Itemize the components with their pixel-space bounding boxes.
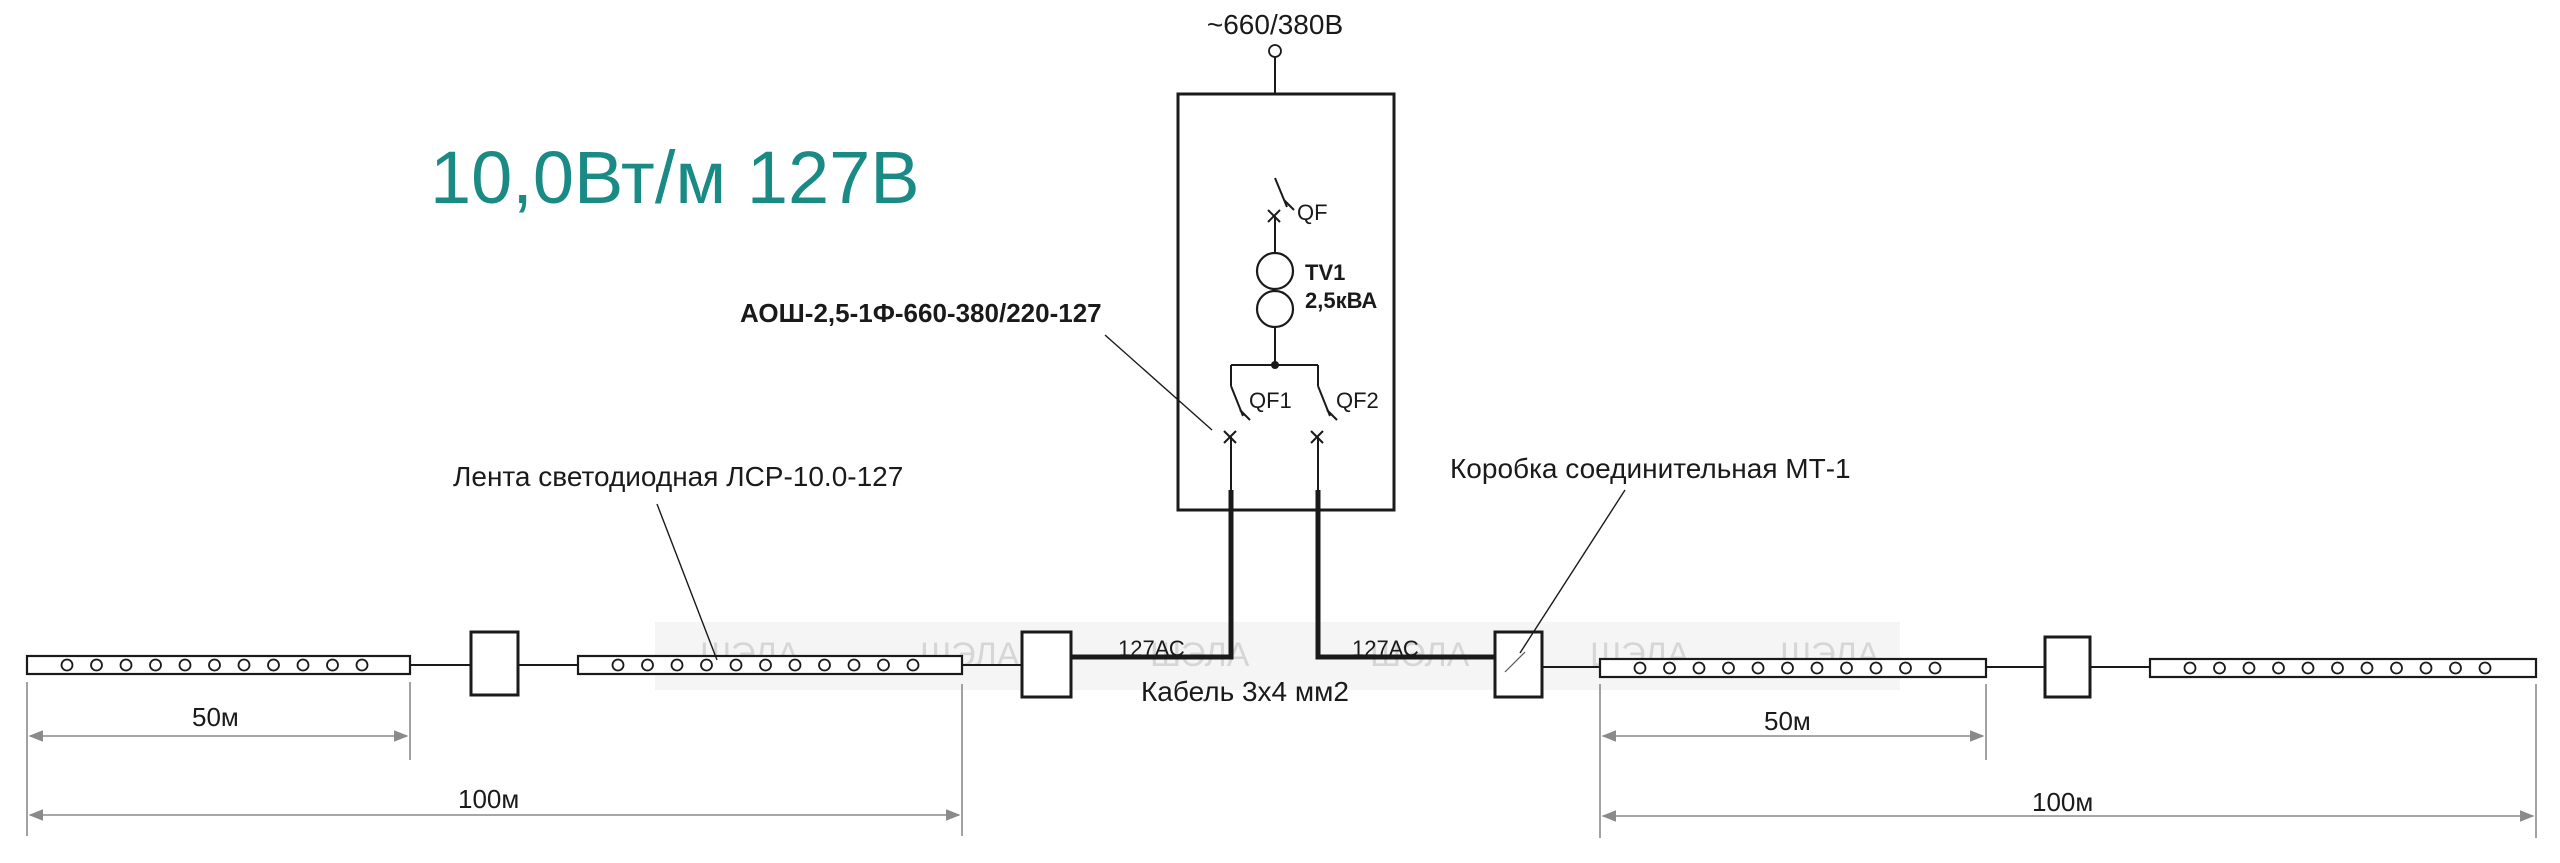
led-dot xyxy=(1810,661,1824,675)
breaker-qf2-icon xyxy=(1310,385,1338,490)
led-dot xyxy=(1840,661,1853,675)
led-dot xyxy=(670,658,684,672)
led-dot xyxy=(296,658,310,672)
breaker-qf1-icon xyxy=(1223,385,1251,490)
led-dot xyxy=(2419,661,2433,675)
led-dot xyxy=(178,658,192,672)
cable-label: Кабель 3х4 мм2 xyxy=(1141,676,1349,707)
led-dot xyxy=(1633,661,1647,675)
led-dot xyxy=(2331,661,2344,675)
led-dot xyxy=(2301,661,2315,675)
circuit-right-label: 127АС xyxy=(1352,636,1419,661)
led-dot xyxy=(1928,661,1942,675)
led-dot xyxy=(2242,661,2256,675)
cable-left xyxy=(1071,490,1234,660)
led-dot xyxy=(818,658,831,672)
dimension-right-strip: 50м xyxy=(1599,684,1987,760)
led-dot xyxy=(700,658,713,672)
led-dot xyxy=(208,658,221,672)
led-strip-icon xyxy=(25,654,412,676)
led-dot xyxy=(906,658,920,672)
led-dot xyxy=(1899,661,1912,675)
led-dot xyxy=(729,658,743,672)
junction-box-icon xyxy=(1020,630,1073,699)
transformer-name: TV1 xyxy=(1305,260,1345,285)
led-dot xyxy=(2360,661,2374,675)
dimension-right-total-value: 100м xyxy=(2032,787,2093,817)
led-dot xyxy=(2478,661,2492,675)
junction-box-icon xyxy=(469,630,520,697)
junction-box-icon xyxy=(1493,630,1544,699)
led-dot xyxy=(1722,661,1735,675)
led-dot xyxy=(759,658,772,672)
led-dot xyxy=(2213,661,2226,675)
led-dot xyxy=(2183,661,2197,675)
transformer-icon xyxy=(1255,251,1295,369)
led-strip-icon xyxy=(576,654,964,676)
main-breaker-icon xyxy=(1267,177,1295,253)
led-dot xyxy=(788,658,802,672)
led-dot xyxy=(60,658,74,672)
led-dot xyxy=(1751,661,1765,675)
junction-box-callout: Коробка соединительная МТ-1 xyxy=(1450,453,1851,484)
diagram-title: 10,0Вт/м 127В xyxy=(430,136,920,219)
led-dot xyxy=(326,658,339,672)
dimension-left-total: 100м xyxy=(26,684,963,836)
led-dot xyxy=(1692,661,1706,675)
junction-box-icon xyxy=(2043,635,2092,699)
led-dot xyxy=(611,658,625,672)
main-breaker-label: QF xyxy=(1297,200,1328,225)
led-dot xyxy=(119,658,133,672)
supply-terminal-icon xyxy=(1268,44,1282,58)
led-strip-icon xyxy=(1598,657,1988,679)
led-strip-callout: Лента светодиодная ЛСР-10.0-127 xyxy=(453,461,903,492)
cable-right xyxy=(1315,490,1495,660)
device-type-label: АОШ-2,5-1Ф-660-380/220-127 xyxy=(740,298,1102,328)
dimension-left-total-value: 100м xyxy=(458,784,519,814)
led-dot xyxy=(1781,661,1794,675)
led-dot xyxy=(237,658,251,672)
dimension-right-strip-value: 50м xyxy=(1764,706,1811,736)
dimension-right-total: 100м xyxy=(1599,684,2537,838)
led-dot xyxy=(877,658,890,672)
led-dot xyxy=(847,658,861,672)
transformer-rating: 2,5кВА xyxy=(1305,288,1377,313)
led-dot xyxy=(1869,661,1883,675)
supply-voltage-label: ~660/380В xyxy=(1207,9,1343,40)
led-dot xyxy=(2390,661,2403,675)
led-dot xyxy=(2449,661,2462,675)
led-dot xyxy=(641,658,654,672)
led-dot xyxy=(149,658,162,672)
led-strip-icon xyxy=(2148,657,2538,679)
dimension-left-strip: 50м xyxy=(26,682,411,760)
led-dot xyxy=(355,658,369,672)
breaker-qf1-label: QF1 xyxy=(1249,388,1292,413)
circuit-left-label: 127АС xyxy=(1118,636,1185,661)
led-dot xyxy=(267,658,280,672)
led-dot xyxy=(2272,661,2285,675)
breaker-qf2-label: QF2 xyxy=(1336,388,1379,413)
led-dot xyxy=(90,658,103,672)
led-dot xyxy=(1663,661,1676,675)
dimension-left-strip-value: 50м xyxy=(192,702,239,732)
